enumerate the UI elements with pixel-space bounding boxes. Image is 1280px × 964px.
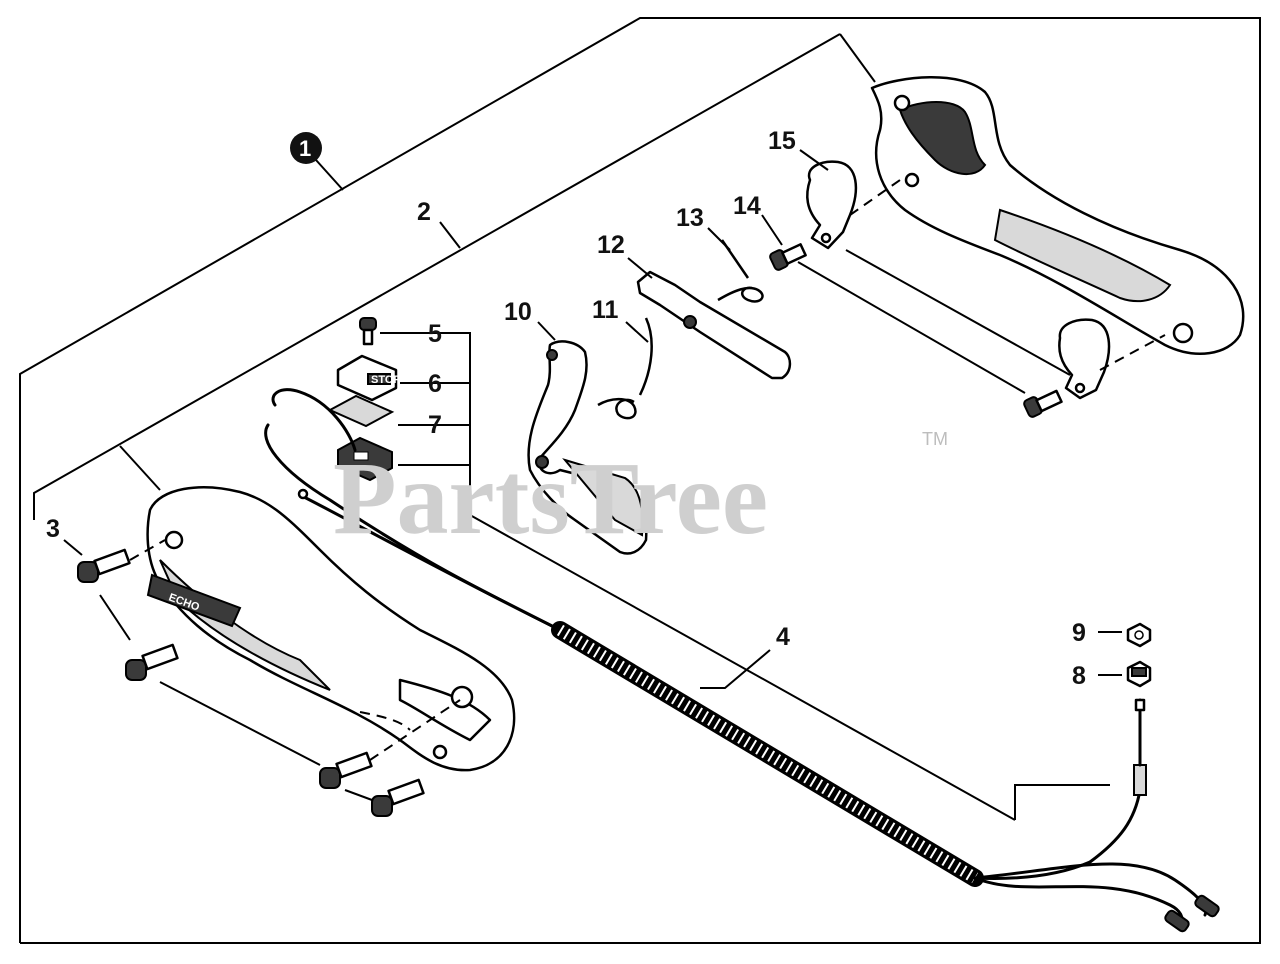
dash-front-handle [359,711,411,731]
throttle-trigger-10 [527,340,648,555]
dash-screw-a [129,539,166,561]
clamp-lower [1058,318,1111,400]
lead-2 [439,221,461,249]
callout-7: 7 [428,411,442,439]
callout-2: 2 [417,198,431,226]
stop-switch [337,436,393,482]
throttle-lock-12 [636,270,792,380]
callout-5: 5 [428,320,442,348]
lead-3 [63,539,83,556]
lead-screws-a-b [99,594,131,641]
bracket-5-7 [380,332,471,466]
assembly-frame-outer [19,17,1261,944]
watermark-text: PartsTree [333,441,768,556]
dash-clamp-lower [1099,334,1166,371]
lead-10 [537,321,556,341]
spring-13 [717,239,764,303]
nut-9 [1126,622,1152,648]
callout-11: 11 [592,296,619,324]
rear-handle-half [870,76,1245,355]
callout-12: 12 [597,231,625,259]
callout-15: 15 [768,127,796,155]
lead-11 [625,321,649,343]
clamp-upper [806,160,858,250]
dash-screw-c [369,699,461,761]
callout-6: 6 [428,370,442,398]
lead-screws-b-c [159,681,321,766]
nut-8 [1126,660,1152,688]
screw-3-d [371,778,425,817]
lead-screws-c-d [344,789,373,801]
stop-label: STOP [371,374,401,386]
callout-9: 9 [1072,619,1086,647]
watermark-tm: TM [922,429,948,449]
callout-13: 13 [676,204,704,232]
callout-10: 10 [504,298,532,326]
lead-12 [627,257,653,279]
switch-plate-6: STOP [336,354,401,402]
switch-gasket-7 [327,394,395,428]
lead-3-group [119,445,161,491]
callout-8: 8 [1072,662,1086,690]
screw-3-b [125,643,179,681]
lead-bolt-connector [797,261,1026,394]
bolt-14-upper [769,243,807,271]
lead-clamp-connector [845,249,1071,376]
lead-4-tail [1014,784,1110,820]
throttle-cable-4 [264,388,1220,933]
lead-13 [707,227,731,251]
callout-4: 4 [776,623,790,651]
lead-4-connector [469,514,1016,821]
callout-3: 3 [46,515,60,543]
lead-1 [315,159,344,191]
lead-14 [761,214,783,246]
lead-15 [799,149,829,171]
callout-1: 1 [290,132,322,164]
screw-3-a [77,548,131,583]
bolt-14-lower [1023,389,1063,418]
lead-4 [700,649,771,689]
frame-inner-to-rear-handle [839,33,876,83]
svg-text:1: 1 [299,136,311,161]
spring-11 [597,317,653,420]
callout-14: 14 [733,192,761,220]
screw-5 [359,317,377,346]
screw-3-c [319,751,373,789]
